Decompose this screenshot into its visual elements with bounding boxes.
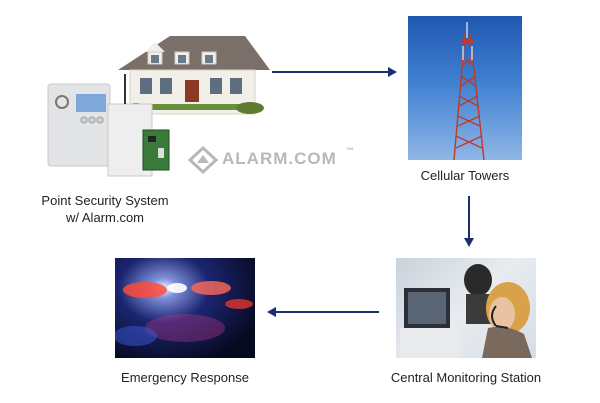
arrow-tower-to-monitoring xyxy=(464,196,474,247)
emergency-response-caption: Emergency Response xyxy=(121,370,249,385)
alarm-com-logo: ALARM.COM ™ xyxy=(188,146,368,174)
alarm-com-logo-text: ALARM.COM xyxy=(222,149,337,168)
circuit-board-icon xyxy=(142,129,170,171)
house-icon xyxy=(118,36,270,115)
security-system-caption-line1: Point Security System xyxy=(41,193,169,208)
security-system-caption-line2: w/ Alarm.com xyxy=(65,210,144,225)
cell-tower-icon xyxy=(453,22,485,160)
monitoring-station-caption: Central Monitoring Station xyxy=(390,370,542,385)
monitoring-station-image xyxy=(396,258,536,358)
emergency-response-image xyxy=(115,258,255,358)
cellular-towers-caption: Cellular Towers xyxy=(420,168,510,183)
operator-headset-icon xyxy=(400,264,532,358)
house-and-panels-image xyxy=(47,36,270,177)
keypad-panel-icon xyxy=(47,83,111,167)
police-lights-icon xyxy=(115,281,253,346)
security-system-illustration xyxy=(40,22,280,182)
alarm-com-logo-trademark: ™ xyxy=(346,146,355,155)
cellular-tower-image xyxy=(408,16,522,160)
security-system-caption: Point Security System w/ Alarm.com xyxy=(20,192,190,226)
arrow-house-to-tower xyxy=(272,67,397,77)
alarm-com-logo-icon xyxy=(188,146,218,174)
arrow-monitoring-to-emergency xyxy=(267,307,379,317)
